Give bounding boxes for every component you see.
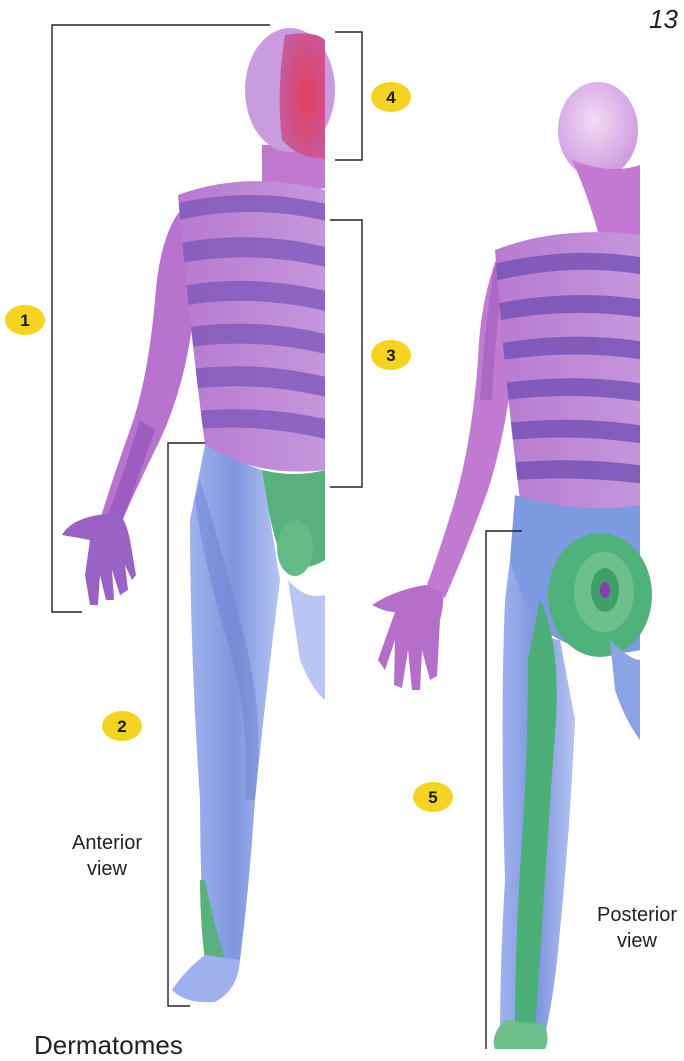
marker-2: 2 — [102, 711, 142, 741]
bracket-2 — [167, 442, 205, 1007]
bracket-1 — [51, 24, 270, 613]
anterior-leg-band — [195, 480, 259, 800]
marker-3: 3 — [371, 340, 411, 370]
marker-1-label: 1 — [20, 311, 29, 330]
posterior-arm-band — [480, 262, 505, 400]
marker-5-label: 5 — [428, 788, 437, 807]
anterior-arm-band — [108, 420, 155, 522]
bracket-3 — [330, 219, 363, 488]
posterior-view-caption: Posterior view — [584, 902, 684, 954]
page-number: 13 — [649, 4, 678, 34]
anterior-arm — [100, 205, 195, 530]
marker-5-badge — [413, 782, 453, 812]
posterior-leg-right — [610, 640, 640, 740]
posterior-caption-line-2: view — [616, 930, 657, 952]
marker-1-badge — [5, 305, 45, 335]
anterior-thoracic-bands — [178, 195, 325, 440]
marker-4-badge — [371, 82, 411, 112]
marker-3-label: 3 — [386, 346, 395, 365]
posterior-anal-dot — [600, 582, 610, 598]
anterior-figure — [62, 28, 335, 1003]
posterior-figure — [372, 82, 652, 1049]
anterior-face — [279, 33, 325, 159]
anterior-hand — [62, 512, 136, 605]
brackets — [51, 24, 522, 1049]
posterior-caption-line-1: Posterior — [596, 904, 678, 926]
anterior-view-caption: Anterior view — [52, 830, 162, 882]
bracket-5 — [485, 530, 522, 1049]
anterior-caption-line-1: Anterior — [71, 832, 143, 854]
anterior-foot-sacral — [200, 880, 225, 962]
anterior-foot — [172, 955, 240, 1003]
posterior-hand — [372, 585, 444, 690]
marker-1: 1 — [5, 305, 45, 335]
posterior-foot — [493, 1020, 548, 1049]
marker-4: 4 — [371, 82, 411, 112]
anterior-caption-line-2: view — [86, 858, 127, 880]
marker-5: 5 — [413, 782, 453, 812]
marker-2-badge — [102, 711, 142, 741]
posterior-neck — [572, 160, 640, 240]
marker-3-badge — [371, 340, 411, 370]
anterior-genital — [277, 520, 313, 576]
posterior-leg-sacral-stripe — [515, 600, 557, 1030]
figure-title: Dermatomes — [34, 1030, 183, 1060]
marker-4-label: 4 — [386, 88, 396, 107]
posterior-thoracic-bands — [495, 252, 640, 484]
posterior-head — [558, 82, 638, 178]
anterior-leg-right — [288, 580, 325, 700]
anterior-leg-left — [190, 445, 280, 960]
marker-2-label: 2 — [117, 717, 126, 736]
bracket-4 — [335, 31, 363, 161]
